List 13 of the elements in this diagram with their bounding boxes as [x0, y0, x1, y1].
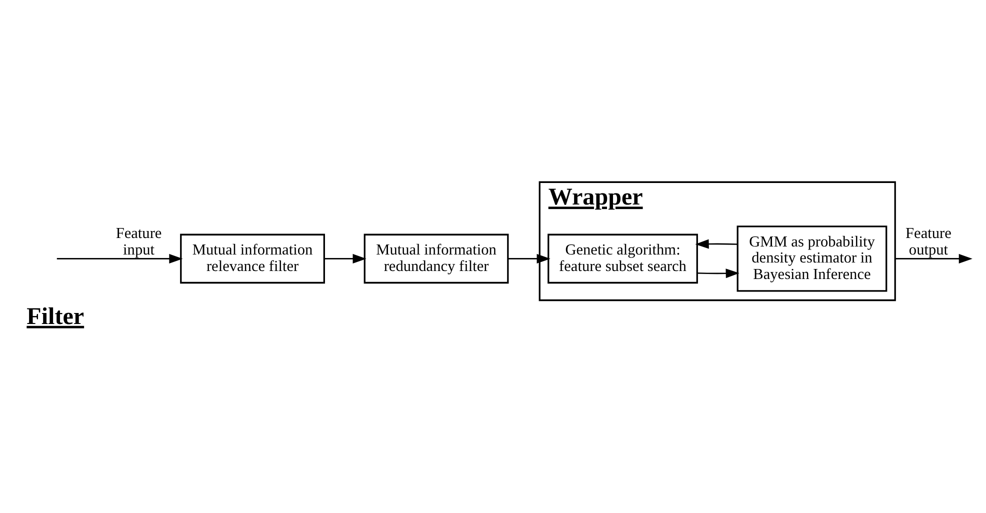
label: Filter [26, 304, 84, 330]
node-box: GMM as probability density estimator in Bayesian Inference [736, 226, 888, 292]
arrow [697, 268, 740, 278]
edge-label: Feature output [906, 225, 952, 259]
edge-label: Feature input [116, 225, 162, 259]
node-box: Genetic algorithm: feature subset search [548, 234, 698, 284]
arrow [56, 254, 183, 264]
node-box: Mutual information relevance filter [180, 234, 325, 284]
arrow [695, 239, 738, 249]
arrow [324, 254, 366, 264]
node-box: Mutual information redundancy filter [364, 234, 509, 284]
arrow [508, 254, 550, 264]
arrow [895, 254, 972, 264]
